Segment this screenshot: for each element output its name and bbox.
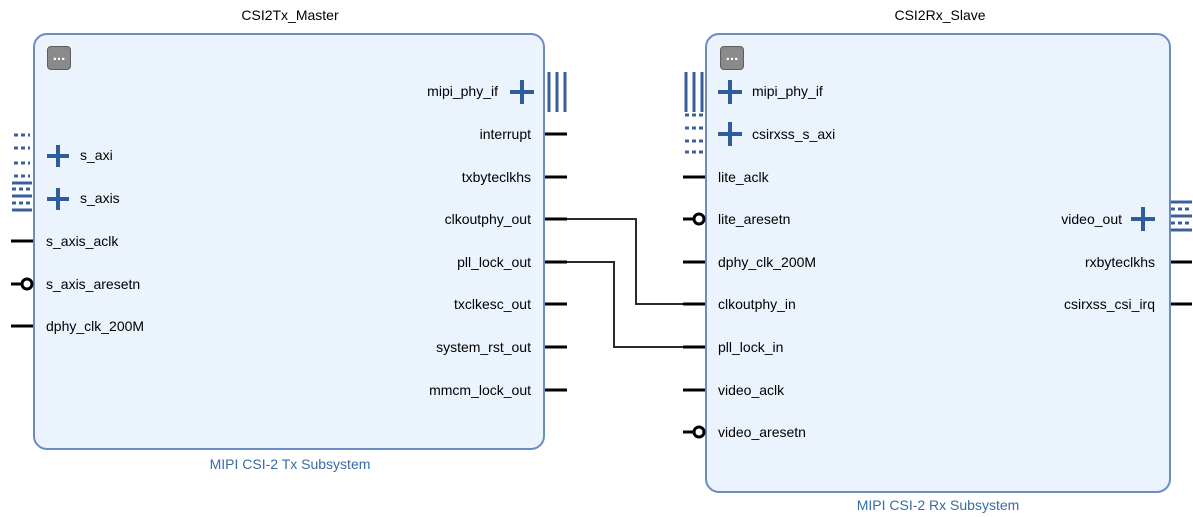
rx-block-subtitle: MIPI CSI-2 Rx Subsystem [856,497,1020,513]
tx-block-menu-button[interactable]: ... [47,46,71,70]
tx-port-mipi-phy-if[interactable]: mipi_phy_if [427,83,498,99]
rx-block[interactable] [705,33,1171,493]
rx-port-pll-lock-in[interactable]: pll_lock_in [718,339,784,355]
rx-csirxss-s-axi-bus-symbol[interactable] [685,113,703,154]
tx-port-txbyteclkhs[interactable]: txbyteclkhs [461,169,531,185]
rx-video-out-bus-symbol[interactable] [1171,200,1192,232]
tx-port-system-rst-out[interactable]: system_rst_out [436,339,531,355]
tx-port-txclkesc-out[interactable]: txclkesc_out [453,296,531,312]
rx-mipi-phy-if-expand-icon[interactable] [718,80,742,104]
rx-port-video-aresetn[interactable]: video_aresetn [718,424,806,440]
tx-port-clkoutphy-out[interactable]: clkoutphy_out [444,211,531,227]
wire-clkoutphy[interactable] [567,218,683,305]
rx-block-menu-button[interactable]: ... [720,46,744,70]
tx-port-interrupt[interactable]: interrupt [479,126,531,142]
tx-block-subtitle: MIPI CSI-2 Tx Subsystem [209,456,371,472]
tx-mipi-phy-if-bus-symbol[interactable] [547,72,567,112]
rx-port-video-out[interactable]: video_out [1061,211,1122,227]
tx-block[interactable] [33,33,545,450]
rx-port-video-aclk[interactable]: video_aclk [718,382,785,398]
rx-video-out-expand-icon[interactable] [1131,207,1155,231]
tx-s-axis-aresetn-pin[interactable] [11,277,34,291]
tx-port-s-axi[interactable]: s_axi [80,147,113,163]
tx-port-s-axis-aresetn[interactable]: s_axis_aresetn [46,276,141,292]
rx-port-rxbyteclkhs[interactable]: rxbyteclkhs [1084,254,1155,270]
tx-port-pll-lock-out[interactable]: pll_lock_out [457,254,531,270]
tx-s-axis-expand-icon[interactable] [47,188,69,210]
tx-block-title: CSI2Tx_Master [241,7,339,23]
tx-port-s-axis-aclk[interactable]: s_axis_aclk [46,233,119,249]
tx-s-axi-bus-symbol[interactable] [14,133,30,178]
tx-mipi-phy-if-expand-icon[interactable] [510,80,534,104]
tx-port-s-axis[interactable]: s_axis [80,190,120,206]
rx-port-clkoutphy-in[interactable]: clkoutphy_in [718,296,796,312]
rx-port-lite-aresetn[interactable]: lite_aresetn [718,211,791,227]
tx-s-axi-expand-icon[interactable] [47,145,69,167]
rx-mipi-phy-if-bus-symbol[interactable] [684,72,704,112]
tx-s-axis-bus-symbol[interactable] [12,181,32,212]
rx-port-dphy-clk-200m[interactable]: dphy_clk_200M [718,254,817,270]
rx-port-csirxss-csi-irq[interactable]: csirxss_csi_irq [1063,296,1155,312]
wire-pll-lock[interactable] [567,261,683,348]
rx-port-lite-aclk[interactable]: lite_aclk [718,169,769,185]
rx-video-aresetn-pin[interactable] [683,425,706,439]
rx-block-title: CSI2Rx_Slave [894,7,986,23]
tx-port-mmcm-lock-out[interactable]: mmcm_lock_out [429,382,531,398]
tx-port-dphy-clk-200m[interactable]: dphy_clk_200M [46,318,145,334]
rx-csirxss-s-axi-expand-icon[interactable] [718,122,742,146]
rx-port-csirxss-s-axi[interactable]: csirxss_s_axi [752,126,836,142]
rx-port-mipi-phy-if[interactable]: mipi_phy_if [752,83,823,99]
rx-lite-aresetn-pin[interactable] [683,212,706,226]
